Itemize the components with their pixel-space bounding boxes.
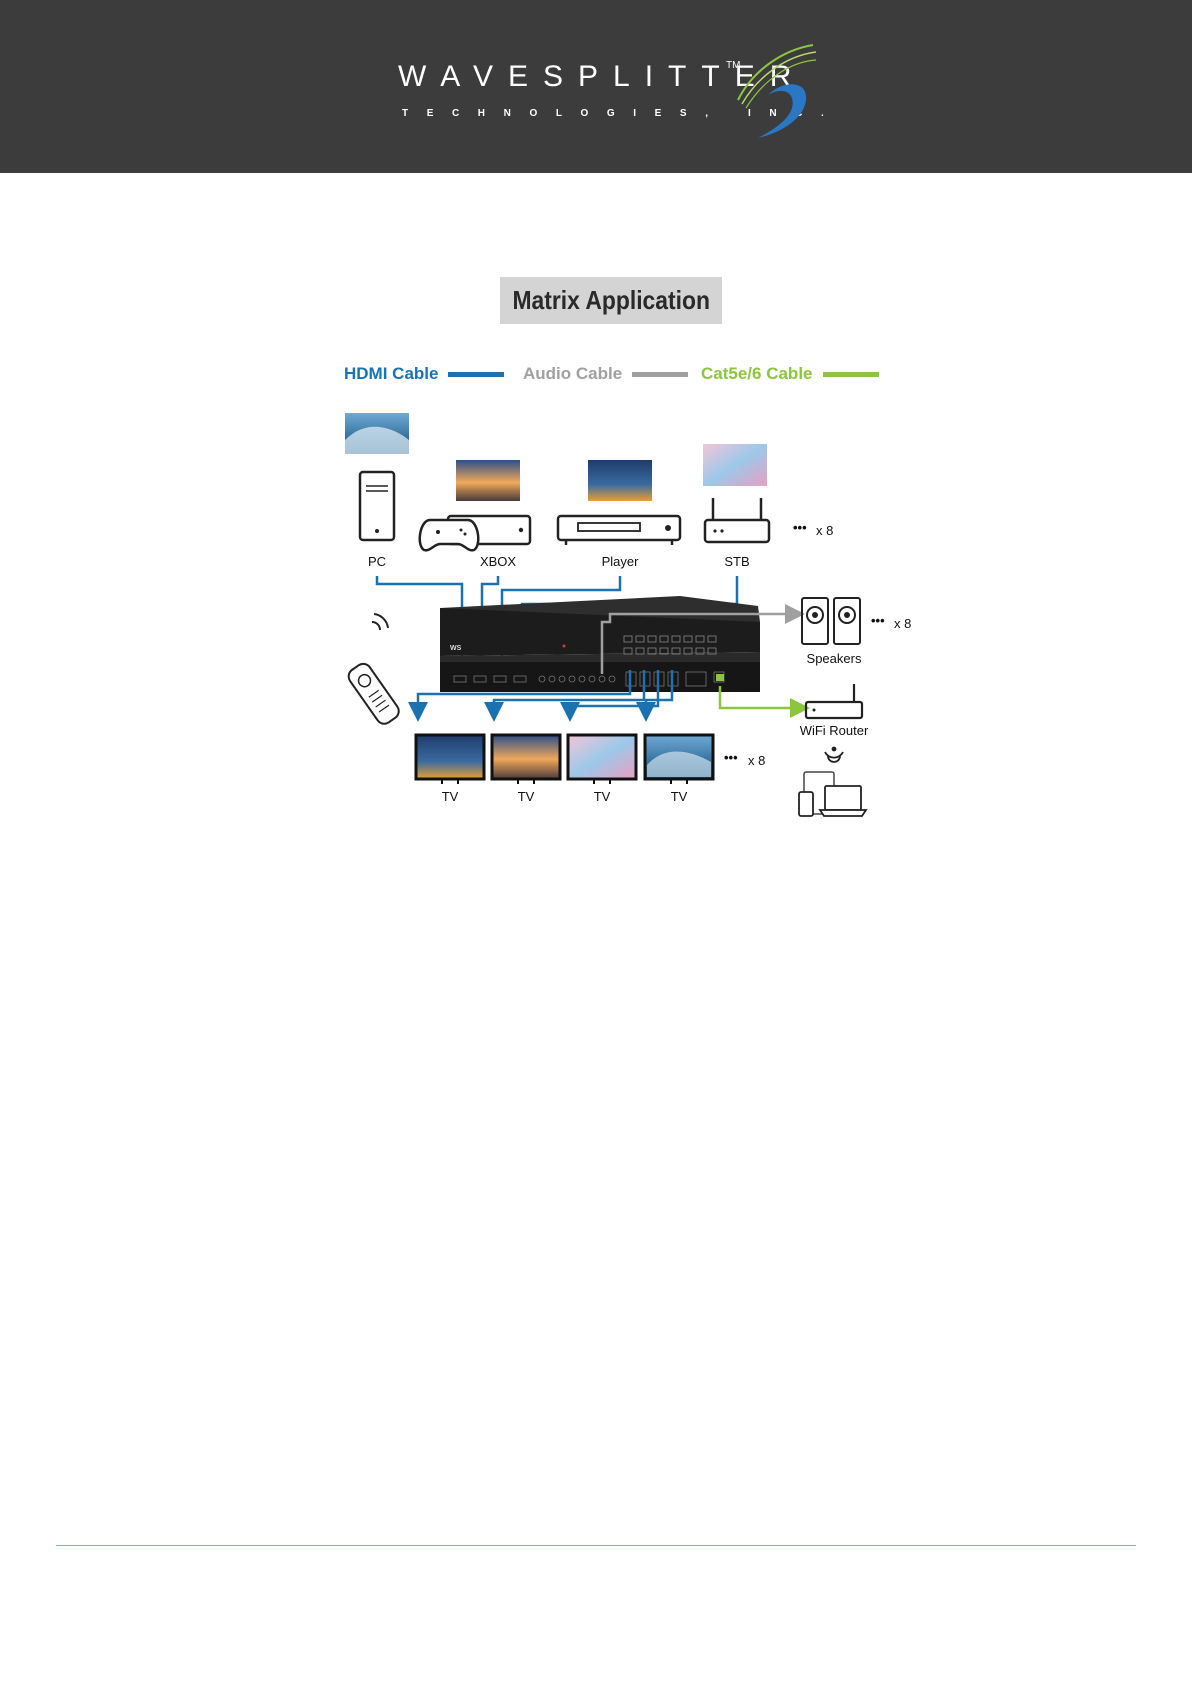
tv-1 <box>416 735 484 784</box>
tv-label-2: TV <box>518 789 535 804</box>
pc-tower-icon <box>360 472 394 540</box>
legend-hdmi: HDMI Cable <box>344 363 504 385</box>
xbox-console-icon <box>420 516 530 550</box>
wifi-router-icon <box>806 684 862 718</box>
tv-label-3: TV <box>594 789 611 804</box>
wifi-signal-icon <box>825 748 843 763</box>
legend-audio-label: Audio Cable <box>523 364 622 384</box>
legend-hdmi-swatch <box>448 372 504 377</box>
stb-box-icon <box>705 498 769 542</box>
legend-cat: Cat5e/6 Cable <box>701 363 879 385</box>
tv-ellipsis: ••• <box>724 750 738 765</box>
client-devices-icon <box>799 772 866 816</box>
remote-signal-icon <box>372 614 388 630</box>
device-brand-mark: WS <box>450 645 462 652</box>
speakers-label: Speakers <box>807 651 862 666</box>
footer-divider <box>56 1545 1136 1546</box>
matrix-switcher-device: WS <box>440 596 760 692</box>
device-lan-port <box>716 674 724 681</box>
tv-2 <box>492 735 560 784</box>
remote-control-icon <box>346 661 402 727</box>
legend-cat-label: Cat5e/6 Cable <box>701 364 813 384</box>
media-player-icon <box>558 516 680 545</box>
speakers-ellipsis: ••• <box>871 613 885 628</box>
xbox-screen-image <box>456 460 520 501</box>
player-screen-image <box>588 460 652 501</box>
page-title: Matrix Application <box>512 285 709 316</box>
wifi-router-label: WiFi Router <box>800 723 869 738</box>
matrix-diagram: ••• x 8 PC XBOX Player STB WS <box>320 400 940 840</box>
page-header: WAVESPLITTER TM TECHNOLOGIES, INC. <box>0 0 1192 173</box>
source-label-player: Player <box>602 554 640 569</box>
page-title-box: Matrix Application <box>500 277 722 324</box>
source-ellipsis: ••• <box>793 520 807 535</box>
speakers-icon <box>802 598 860 644</box>
speakers-multiplier: x 8 <box>894 616 911 631</box>
logo-swoosh-icon <box>728 40 818 140</box>
legend-hdmi-label: HDMI Cable <box>344 364 438 384</box>
source-label-stb: STB <box>724 554 749 569</box>
tv-label-4: TV <box>671 789 688 804</box>
wavesplitter-logo: WAVESPLITTER TM TECHNOLOGIES, INC. <box>398 40 808 140</box>
tv-label-1: TV <box>442 789 459 804</box>
legend-cat-swatch <box>823 372 879 377</box>
legend-audio: Audio Cable <box>523 363 688 385</box>
tv-3 <box>568 735 636 784</box>
source-label-xbox: XBOX <box>480 554 516 569</box>
source-multiplier: x 8 <box>816 523 833 538</box>
tv-4 <box>645 735 713 784</box>
stb-screen-image <box>703 444 767 486</box>
tv-multiplier: x 8 <box>748 753 765 768</box>
source-label-pc: PC <box>368 554 386 569</box>
device-led <box>563 645 566 648</box>
legend-audio-swatch <box>632 372 688 377</box>
